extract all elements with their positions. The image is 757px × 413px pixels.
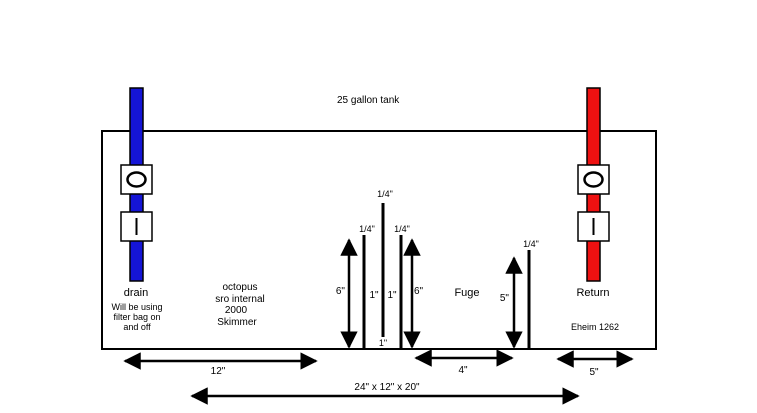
dim-left-section-label: 12" xyxy=(211,366,226,377)
drain-valve-open-circle xyxy=(126,171,147,188)
skimmer-line-3: 2000 xyxy=(225,305,248,316)
baffle-left-thickness: 1/4" xyxy=(359,224,375,234)
baffle-left-height: 6" xyxy=(336,286,346,297)
return-pump-label: Eheim 1262 xyxy=(571,322,619,332)
return-pipe xyxy=(577,87,610,282)
dim-overall-label: 24" x 12" x 20" xyxy=(354,382,420,393)
drain-label: drain xyxy=(124,287,148,299)
tank-outline xyxy=(101,130,657,350)
drain-note-line-2: filter bag on xyxy=(113,312,160,322)
gap-right-label: 1" xyxy=(387,290,397,301)
drain-note-line-3: and off xyxy=(123,322,151,332)
return-label: Return xyxy=(576,287,609,299)
skimmer-line-1: octopus xyxy=(222,282,257,293)
drain-note-line-1: Will be using xyxy=(111,302,162,312)
drain-pipe xyxy=(120,87,153,282)
baffle-far-height: 5" xyxy=(500,293,510,304)
baffle-right-thickness: 1/4" xyxy=(394,224,410,234)
return-valve-open-circle xyxy=(583,171,604,188)
baffle-far-thickness: 1/4" xyxy=(523,239,539,249)
gap-left-label: 1" xyxy=(369,290,379,301)
skimmer-line-4: Skimmer xyxy=(217,317,257,328)
baffle-center-thickness: 1/4" xyxy=(377,189,393,199)
fuge-label: Fuge xyxy=(454,287,479,299)
gap-bottom-label: 1" xyxy=(379,338,387,348)
tank-label: 25 gallon tank xyxy=(337,95,400,106)
skimmer-line-2: sro internal xyxy=(215,294,264,305)
dim-return-section-label: 5" xyxy=(589,367,599,378)
baffle-right-height: 6" xyxy=(414,286,424,297)
dim-fuge-section-label: 4" xyxy=(458,365,468,376)
